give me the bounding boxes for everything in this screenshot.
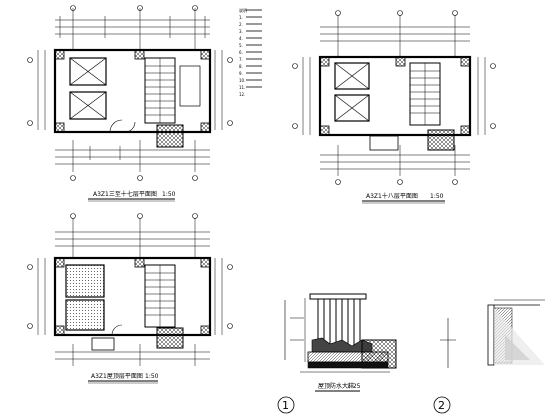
legend-line: 说明	[239, 7, 247, 13]
column	[200, 122, 211, 133]
elevator-shaft-1	[69, 57, 107, 86]
legend-line: 1.	[239, 15, 243, 20]
column	[200, 49, 211, 60]
legend-line: 8.	[239, 64, 243, 69]
legend-line: 9.	[239, 71, 243, 76]
shaft-hatch	[156, 124, 184, 148]
column	[54, 122, 65, 133]
detail-number-circle	[277, 396, 295, 414]
detail-number: 1	[282, 399, 289, 412]
stair	[144, 57, 176, 124]
legend-line: 11.	[239, 85, 245, 90]
column	[54, 49, 65, 60]
legend-line: 3.	[239, 29, 243, 34]
dimension-lines-side	[37, 50, 223, 130]
legend-line: 12.	[239, 92, 245, 97]
plan-title: A3Z1三至十七层平面图	[93, 190, 157, 198]
dimension-lines-top	[55, 8, 210, 50]
legend-line: 6.	[239, 50, 243, 55]
dimension-lines-bottom	[55, 140, 210, 172]
column	[134, 49, 145, 60]
axis-bubbles	[27, 5, 233, 181]
plan-title: A3Z1屋顶层平面图	[91, 373, 143, 380]
legend-line: 5.	[239, 43, 243, 48]
legend-line: 10.	[239, 78, 245, 83]
legend-line: 2.	[239, 22, 243, 27]
plan-scale: 1:50	[162, 191, 176, 198]
detail-1-roof-waterproof: 屋顶防水大样 1:25 1	[277, 293, 397, 414]
plan-c: A3Z1屋顶层平面图 1:50	[27, 213, 233, 384]
plan-b: A3Z1十八层平面图 1:50	[292, 10, 496, 204]
legend-line: 7.	[239, 57, 243, 62]
plan-a: A3Z1三至十七层平面图 1:50	[27, 5, 233, 202]
detail-number: 2	[438, 399, 445, 412]
detail-scale: 1:25	[347, 383, 361, 390]
plan-scale: 1:50	[145, 373, 159, 380]
notes-legend: 说明 1. 2. 3. 4. 5. 6. 7. 8. 9. 10. 11. 12…	[239, 7, 262, 97]
detail-number-circle	[433, 396, 451, 414]
plan-scale: 1:50	[430, 193, 444, 200]
detail-2: 2	[433, 299, 545, 414]
elevator-shaft-2	[69, 91, 107, 120]
legend-line: 4.	[239, 36, 243, 41]
outer-wall	[53, 48, 212, 134]
plan-title: A3Z1十八层平面图	[366, 192, 418, 200]
detail-title: 屋顶防水大样	[318, 382, 354, 390]
